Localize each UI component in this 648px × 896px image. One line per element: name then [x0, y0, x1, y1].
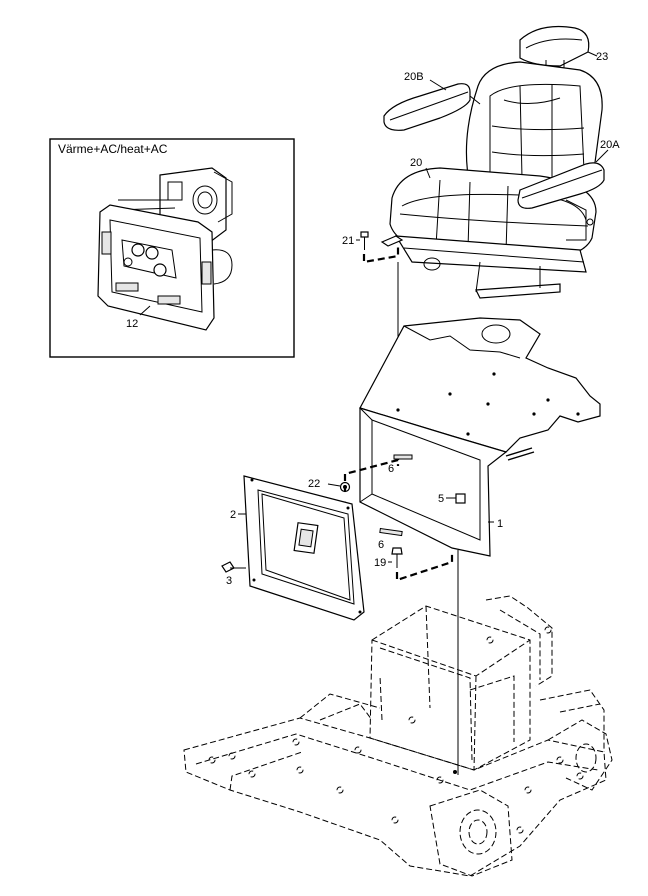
control-knob-3: [153, 263, 167, 277]
callout-3: 3: [226, 575, 232, 587]
callout-2: 2: [230, 509, 236, 521]
nut-5: [455, 493, 466, 504]
slot-lower: [379, 527, 403, 537]
callout-5: 5: [438, 493, 444, 505]
callout-1: 1: [497, 518, 503, 530]
side-vent-right: [201, 261, 212, 285]
screw-3: [221, 561, 246, 573]
callout-20a: 20A: [600, 139, 620, 151]
washer-22: [327, 458, 400, 493]
callout-20: 20: [410, 157, 422, 169]
bolt-21: 21: [342, 231, 404, 264]
callout-19: 19: [374, 557, 386, 569]
callout-6-lower: 6: [378, 539, 384, 551]
seat-suspension-base: [394, 235, 587, 273]
bracket-front-face: [359, 407, 508, 557]
slot-upper: [393, 454, 413, 460]
control-knob-1: [131, 243, 145, 257]
callout-21: 21: [342, 235, 354, 247]
bolt-19: [388, 547, 454, 582]
front-vent-right: [157, 295, 181, 305]
cover-plate: [238, 475, 365, 621]
callout-23: 23: [596, 51, 608, 63]
control-knob-2: [145, 246, 159, 260]
inset-frame: [49, 138, 295, 358]
side-vent-left: [101, 231, 112, 255]
seat-assembly: 23 20B 20A 20: [383, 25, 620, 299]
callout-22: 22: [308, 478, 320, 490]
front-vent-left: [115, 282, 139, 292]
inset-heat-ac: Värme+AC/heat+AC 12: [49, 138, 295, 358]
seat-slide-rail: [475, 283, 561, 299]
seat-mounting-bracket: [359, 317, 601, 557]
machine-frame-dashed: [183, 595, 613, 877]
callout-12: 12: [126, 318, 138, 330]
inset-title: Värme+AC/heat+AC: [58, 142, 168, 156]
callout-6-upper: 6: [388, 463, 394, 475]
callout-20b: 20B: [404, 71, 424, 83]
armrest-right: [517, 162, 605, 209]
